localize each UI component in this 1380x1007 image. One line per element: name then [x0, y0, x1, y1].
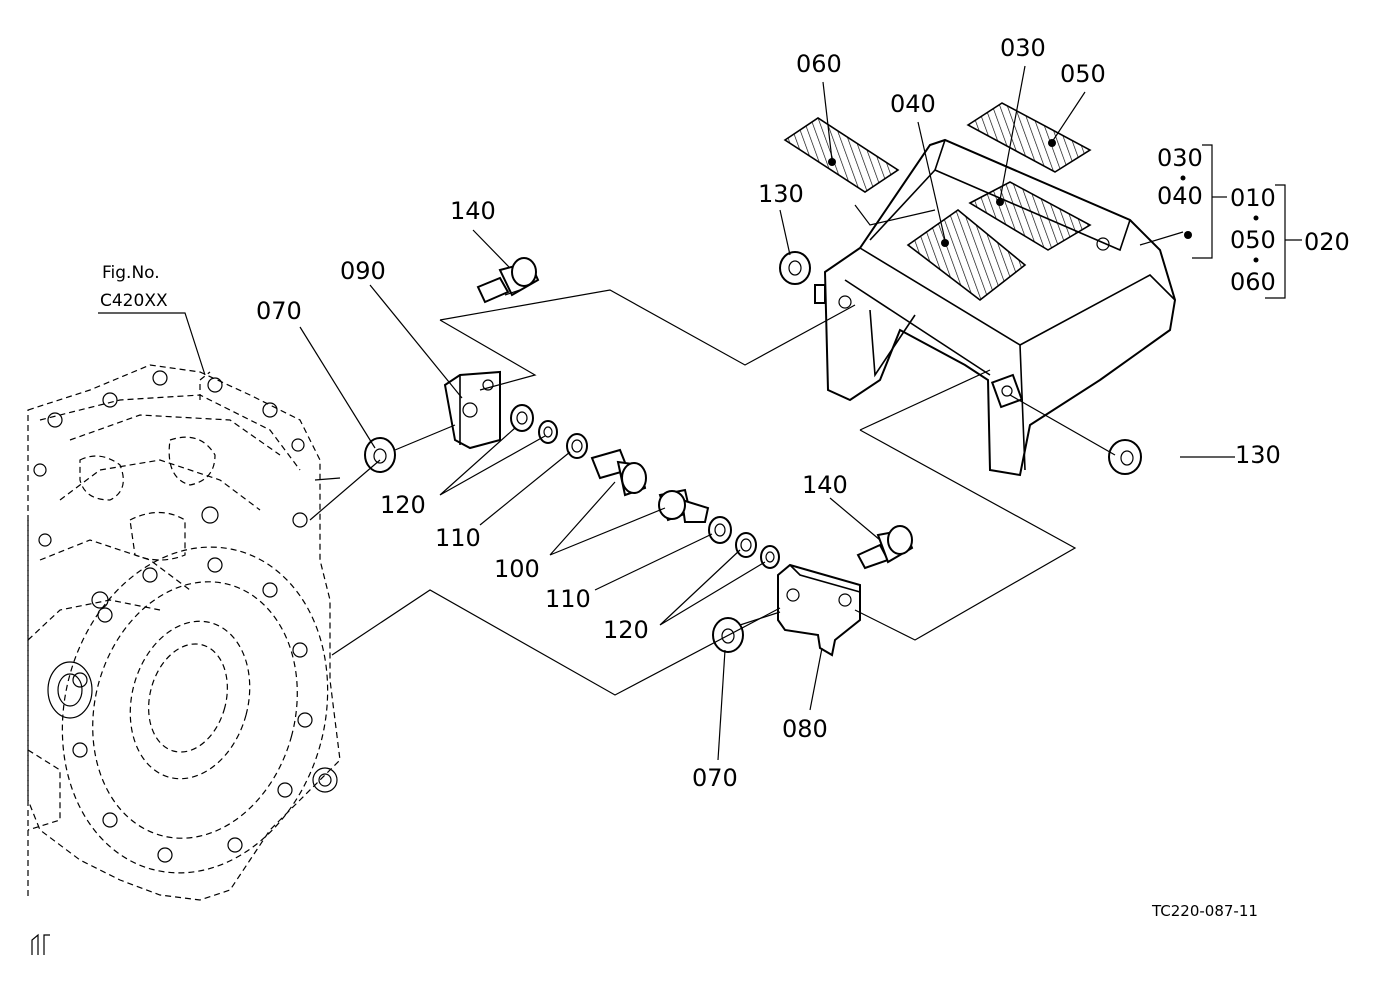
label-060 — [783, 117, 900, 193]
washer-120-bottom — [735, 532, 780, 569]
callout-090: 090 — [340, 257, 386, 285]
callout-080: 080 — [782, 715, 828, 743]
callout-130-top: 130 — [758, 180, 804, 208]
leader-lines — [299, 65, 1235, 761]
key-010: 010 — [1230, 184, 1276, 212]
figure-ref-number: C420XX — [100, 291, 168, 311]
callout-060: 060 — [796, 50, 842, 78]
assembly-lines — [309, 289, 1116, 696]
key-060: 060 — [1230, 268, 1276, 296]
callout-110-top: 110 — [435, 524, 481, 552]
bolt-100-upper — [590, 448, 647, 497]
nut-130-right — [1108, 439, 1142, 475]
bolt-100-lower — [658, 488, 710, 523]
bracket-080 — [777, 563, 861, 657]
key-040: 040 — [1157, 182, 1203, 210]
bolt-140-top — [476, 257, 540, 304]
washer-110-top — [538, 420, 588, 459]
callout-130-right: 130 — [1235, 441, 1281, 469]
drawing-code: TC220-087-11 — [1151, 902, 1258, 920]
callout-030: 030 — [1000, 34, 1046, 62]
callout-120-top: 120 — [380, 491, 426, 519]
transmission-housing — [27, 364, 341, 955]
figure-ref-label: Fig.No. — [102, 263, 160, 283]
nut-130-top — [779, 251, 811, 285]
key-050: 050 — [1230, 226, 1276, 254]
key-020: 020 — [1304, 228, 1350, 256]
label-050 — [966, 102, 1092, 173]
callout-120-bottom: 120 — [603, 616, 649, 644]
figure-ref-leader — [98, 312, 206, 376]
bolt-140-bottom — [856, 525, 914, 570]
callout-070-bottom: 070 — [692, 764, 738, 792]
callout-040: 040 — [890, 90, 936, 118]
washer-110-bottom — [708, 516, 732, 544]
callout-140-top: 140 — [450, 197, 496, 225]
callout-100: 100 — [494, 555, 540, 583]
callout-140-bottom: 140 — [802, 471, 848, 499]
washer-070-top — [364, 437, 396, 473]
washer-120-top — [510, 404, 534, 432]
bracket-090 — [443, 370, 501, 450]
callout-070-top: 070 — [256, 297, 302, 325]
assembly-key: 030 040 010 050 060 020 — [1157, 144, 1350, 299]
callout-050: 050 — [1060, 60, 1106, 88]
key-030: 030 — [1157, 144, 1203, 172]
callout-110-bottom: 110 — [545, 585, 591, 613]
